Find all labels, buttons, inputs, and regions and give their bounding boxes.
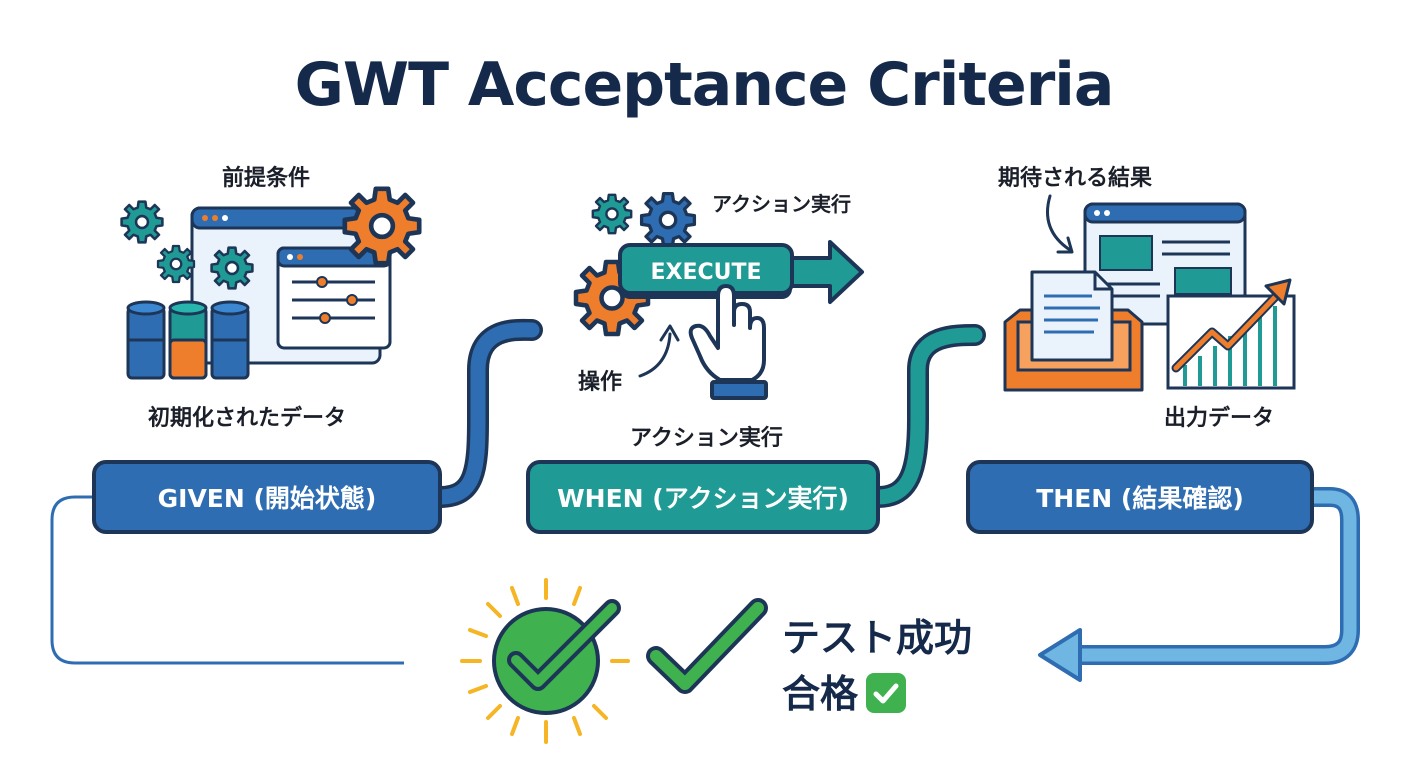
document-icon [1030,270,1114,362]
when-label-operation: 操作 [578,370,623,395]
operation-pointer-arrow [638,332,672,378]
given-stage: GIVEN (開始状態) [92,460,442,534]
gear-icon [156,244,196,284]
given-label-top: 前提条件 [222,166,311,191]
pointer-hand-icon [688,284,768,400]
then-label-top: 期待される結果 [998,166,1153,191]
sliders-icon [276,246,392,350]
when-illustration [576,191,864,400]
execute-label: EXECUTE [650,259,762,285]
given-label-bottom: 初期化されたデータ [148,406,347,431]
gear-icon [345,189,419,263]
then-label-bottom: 出力データ [1164,406,1275,431]
gear-icon [639,191,697,249]
given-illustration [120,189,420,380]
when-label-top: アクション実行 [712,192,851,216]
success-badge [460,578,768,744]
gear-icon [120,200,164,244]
flow-connectors [50,318,1360,682]
gear-icon [591,193,633,235]
success-line-2-text: 合格 [782,672,859,716]
checkmark-icon [492,599,621,715]
checkmark-icon [646,598,768,694]
page-title: GWT Acceptance Criteria [294,50,1115,120]
execute-button-icon [618,243,794,299]
check-emoji-icon [866,672,907,713]
growth-chart-icon [1166,278,1296,390]
success-text: テスト成功 合格 [782,610,972,722]
when-label-bottom: アクション実行 [630,426,783,451]
gear-icon [210,246,254,290]
success-line-2: 合格 [782,666,972,722]
browser-window-icon [1083,202,1247,326]
database-icon [126,300,250,380]
loop-line-left [50,495,404,665]
then-illustration [1003,194,1296,392]
success-line-1: テスト成功 [782,616,973,660]
when-stage: WHEN (アクション実行) [526,460,880,534]
expected-pointer-arrow [1046,194,1072,252]
then-stage: THEN (結果確認) [966,460,1314,534]
